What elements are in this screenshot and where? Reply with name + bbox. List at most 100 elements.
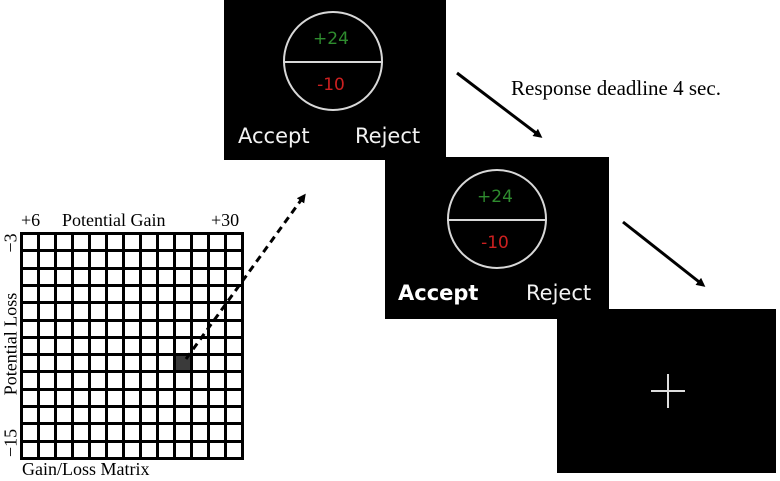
matrix-cell [227, 304, 241, 319]
matrix-cell [142, 304, 156, 319]
gain-max-label: +30 [211, 210, 240, 230]
matrix-cell [159, 373, 173, 388]
gamble-circle: +24 -10 [283, 11, 383, 111]
gamble-circle: +24 -10 [447, 169, 547, 269]
matrix-cell [57, 442, 71, 457]
matrix-cell [176, 408, 190, 423]
matrix-cell [159, 321, 173, 336]
matrix-cell [74, 252, 88, 267]
matrix-cell [91, 269, 105, 284]
selected-matrix-cell [176, 356, 190, 371]
matrix-cell [125, 321, 139, 336]
gamble-screen: +24 -10 Accept Reject [224, 0, 446, 160]
matrix-cell [159, 252, 173, 267]
matrix-cell [40, 390, 54, 406]
matrix-cell [159, 442, 173, 457]
gain-amount: +24 [313, 29, 349, 49]
matrix-cell [23, 408, 37, 423]
matrix-cell [159, 356, 173, 371]
matrix-cell [125, 390, 139, 406]
matrix-cell [57, 425, 71, 440]
matrix-cell [210, 252, 224, 267]
matrix-cell [91, 373, 105, 388]
matrix-cell [57, 252, 71, 267]
matrix-cell [74, 425, 88, 440]
matrix-cell [142, 286, 156, 302]
matrix-cell [193, 304, 207, 319]
matrix-cell [125, 408, 139, 423]
matrix-cell [40, 269, 54, 284]
matrix-cell [108, 235, 122, 250]
matrix-cell [142, 338, 156, 354]
matrix-cell [23, 338, 37, 354]
matrix-cell [23, 321, 37, 336]
matrix-cell [210, 373, 224, 388]
matrix-cell [91, 356, 105, 371]
matrix-cell [23, 425, 37, 440]
matrix-cell [210, 286, 224, 302]
matrix-cell [108, 321, 122, 336]
matrix-cell [40, 408, 54, 423]
matrix-cell [159, 286, 173, 302]
matrix-cell [40, 373, 54, 388]
reject-option: Reject [355, 124, 421, 148]
matrix-cell [74, 373, 88, 388]
matrix-cell [125, 356, 139, 371]
matrix-cell [40, 425, 54, 440]
matrix-cell [210, 356, 224, 371]
matrix-cell [193, 425, 207, 440]
matrix-cell [108, 338, 122, 354]
response-screen: +24 -10 Accept Reject [385, 157, 609, 319]
matrix-cell [125, 269, 139, 284]
matrix-cell [57, 356, 71, 371]
fixation-cross-icon [651, 374, 685, 408]
dashed-arrow [184, 193, 306, 360]
matrix-cell [159, 338, 173, 354]
gamble-divider [447, 219, 547, 221]
matrix-cell [193, 356, 207, 371]
matrix-cell [57, 269, 71, 284]
matrix-cell [125, 338, 139, 354]
matrix-cell [91, 252, 105, 267]
matrix-cell [91, 442, 105, 457]
matrix-cell [159, 408, 173, 423]
matrix-cell [125, 304, 139, 319]
matrix-cell [176, 304, 190, 319]
matrix-cell [142, 252, 156, 267]
matrix-cell [125, 252, 139, 267]
matrix-cell [91, 338, 105, 354]
matrix-cell [227, 252, 241, 267]
matrix-cell [40, 286, 54, 302]
arrow-screen1-to-screen2 [456, 71, 543, 138]
matrix-cell [108, 425, 122, 440]
matrix-cell [159, 425, 173, 440]
matrix-cell [142, 321, 156, 336]
matrix-cell [40, 321, 54, 336]
matrix-cell [193, 373, 207, 388]
matrix-cell [176, 321, 190, 336]
matrix-cell [142, 390, 156, 406]
matrix-cell [210, 425, 224, 440]
matrix-cell [40, 304, 54, 319]
matrix-cell [108, 269, 122, 284]
matrix-cell [125, 286, 139, 302]
matrix-cell [125, 235, 139, 250]
matrix-cell [210, 235, 224, 250]
gain-axis-label: Potential Gain [62, 210, 166, 230]
matrix-cell [125, 373, 139, 388]
matrix-cell [23, 304, 37, 319]
matrix-cell [176, 338, 190, 354]
matrix-cell [125, 442, 139, 457]
gamble-divider [283, 61, 383, 63]
matrix-cell [108, 442, 122, 457]
matrix-cell [227, 338, 241, 354]
matrix-cell [142, 235, 156, 250]
matrix-cell [210, 321, 224, 336]
matrix-cell [142, 269, 156, 284]
matrix-cell [57, 304, 71, 319]
matrix-cell [74, 286, 88, 302]
matrix-cell [74, 356, 88, 371]
matrix-cell [23, 390, 37, 406]
matrix-cell [142, 356, 156, 371]
matrix-cell [142, 408, 156, 423]
